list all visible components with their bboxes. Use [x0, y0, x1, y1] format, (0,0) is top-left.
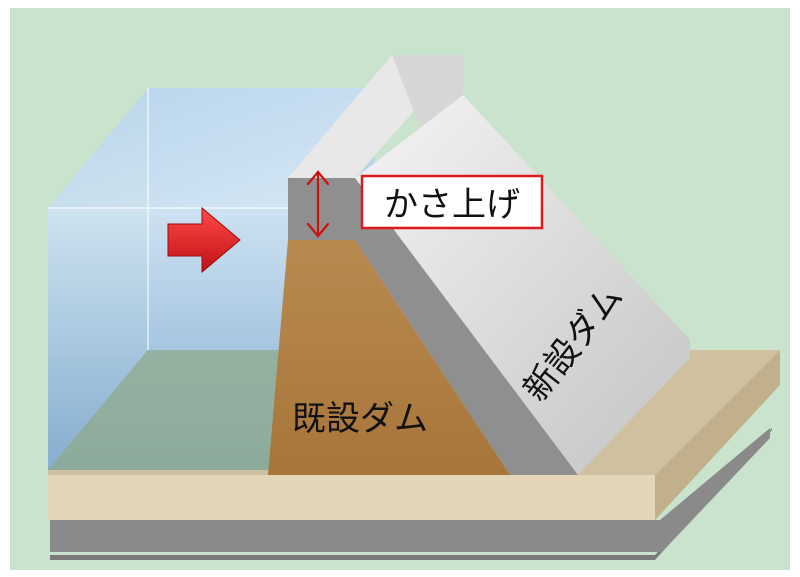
reservoir-floor — [48, 350, 288, 470]
foundation-side — [655, 350, 780, 520]
double-headed-vertical-arrow-icon — [306, 170, 330, 238]
new-dam-crest-face — [392, 55, 463, 140]
existing-dam-label: 既設ダム — [292, 399, 428, 439]
raise-label: かさ上げ — [384, 185, 520, 225]
new-dam-shadow-face — [288, 178, 578, 475]
foundation-front — [48, 475, 655, 520]
existing-dam — [268, 240, 510, 475]
base-shadow-top — [50, 428, 770, 552]
raise-label-box: かさ上げ — [360, 174, 544, 230]
right-arrow-icon — [167, 206, 241, 274]
